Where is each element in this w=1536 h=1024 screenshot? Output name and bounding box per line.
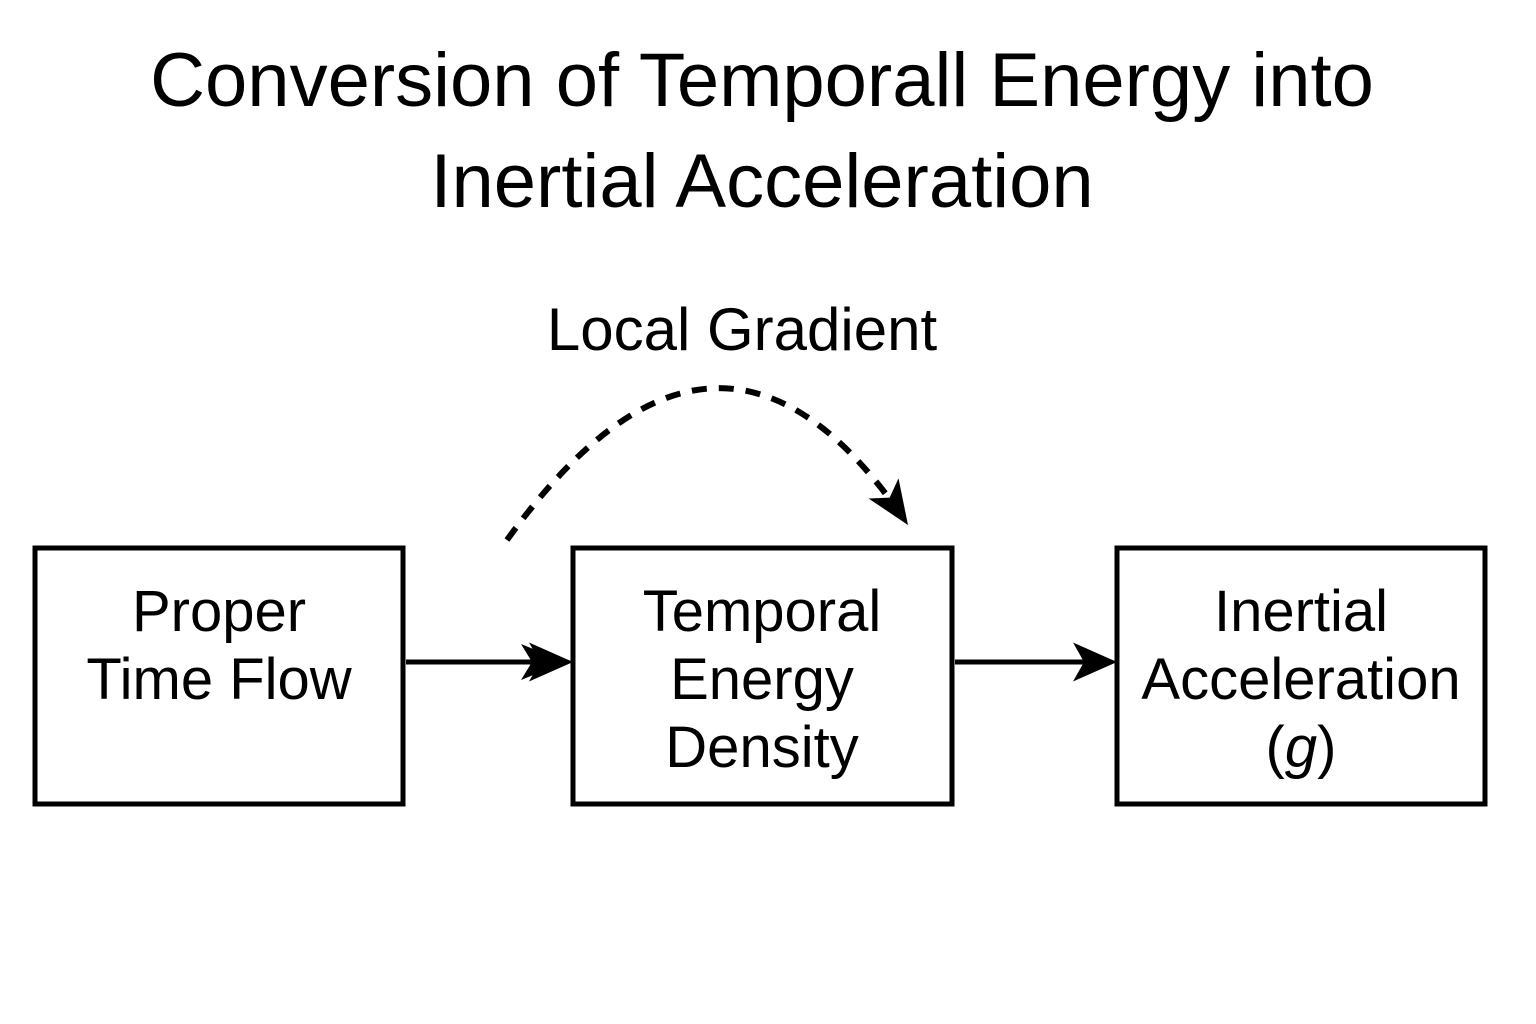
flow-arrow-1-head — [529, 642, 573, 682]
node-proper-time-flow-box — [32, 545, 406, 807]
gravity-symbol: g — [1285, 715, 1317, 780]
flow-arrow-2-head — [1073, 642, 1117, 682]
node-inertial-acceleration-line2: Acceleration — [1141, 647, 1460, 712]
local-gradient-arc-arrow — [504, 385, 911, 542]
local-gradient-label: Local Gradient — [547, 296, 938, 363]
node-temporal-energy-density-box — [570, 545, 955, 807]
symbol-paren-close: ) — [1317, 715, 1336, 780]
node-inertial-acceleration-line1: Inertial — [1214, 579, 1388, 644]
node-proper-time-flow-line2: Time Flow — [86, 647, 352, 712]
node-temporal-energy-density-line3: Density — [665, 715, 858, 780]
node-inertial-acceleration-box — [1114, 545, 1488, 807]
node-temporal-energy-density-line2: Energy — [670, 647, 854, 712]
diagram-title-line2: Inertial Acceleration — [430, 139, 1093, 224]
node-temporal-energy-density-line1: Temporal — [643, 579, 882, 644]
diagram-title-line1: Conversion of Temporall Energy into — [150, 38, 1374, 123]
node-inertial-acceleration: Inertial Acceleration (g) — [1114, 545, 1488, 807]
node-proper-time-flow: Proper Time Flow — [32, 545, 406, 807]
symbol-paren-open: ( — [1266, 715, 1285, 780]
node-proper-time-flow-line1: Proper — [132, 579, 306, 644]
node-temporal-energy-density: Temporal Energy Density — [570, 545, 955, 807]
node-inertial-acceleration-symbol: (g) — [1266, 715, 1337, 780]
